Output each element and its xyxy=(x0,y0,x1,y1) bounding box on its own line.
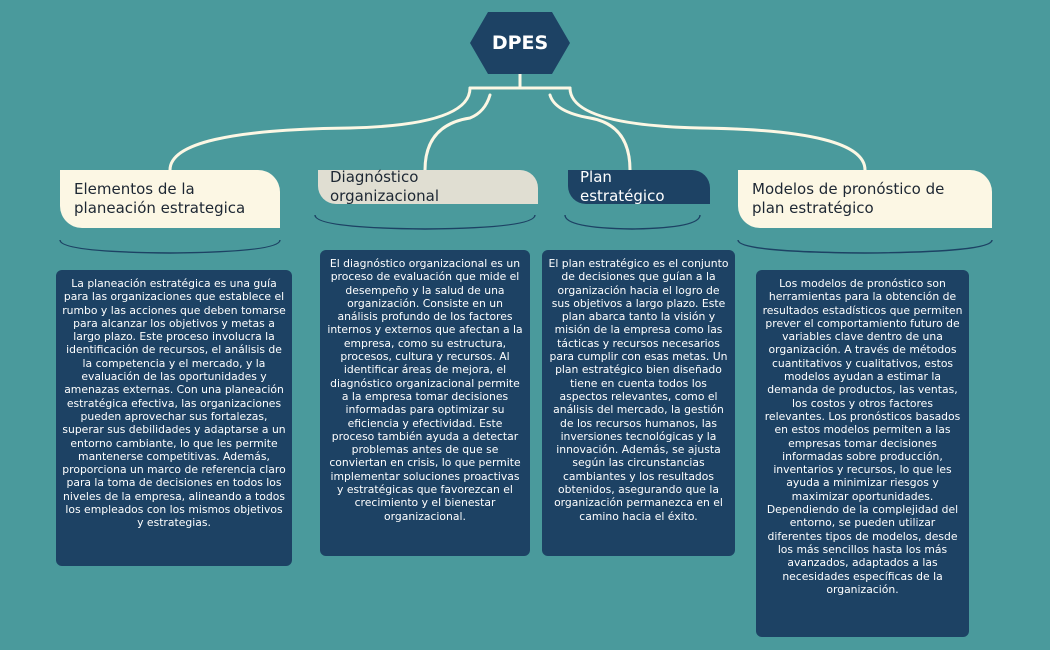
branch-title-diagnostico: Diagnóstico organizacional xyxy=(318,168,538,205)
root-node-hexagon: DPES xyxy=(470,12,570,74)
branch-title-text: Plan estratégico xyxy=(580,168,665,205)
description-text: Los modelos de pronóstico son herramient… xyxy=(762,277,963,596)
branch-description-elementos: La planeación estratégica es una guía pa… xyxy=(56,270,292,566)
root-label: DPES xyxy=(491,32,549,54)
branch-title-text: Elementos de la planeación estrategica xyxy=(74,180,246,217)
branch-title-text: Diagnóstico organizacional xyxy=(330,168,439,205)
branch-description-diagnostico: El diagnóstico organizacional es un proc… xyxy=(320,250,530,556)
branch-title-elementos: Elementos de la planeación estrategica xyxy=(60,170,280,228)
branch-title-plan: Plan estratégico xyxy=(568,168,710,205)
branch-description-modelos: Los modelos de pronóstico son herramient… xyxy=(756,270,969,637)
branch-description-plan: El plan estratégico es el conjunto de de… xyxy=(542,250,735,556)
branch-title-text: Modelos de pronóstico de plan estratégic… xyxy=(752,180,945,217)
description-text: El diagnóstico organizacional es un proc… xyxy=(327,257,523,523)
description-text: La planeación estratégica es una guía pa… xyxy=(62,277,286,530)
description-text: El plan estratégico es el conjunto de de… xyxy=(548,257,729,523)
branch-title-modelos: Modelos de pronóstico de plan estratégic… xyxy=(738,170,992,228)
